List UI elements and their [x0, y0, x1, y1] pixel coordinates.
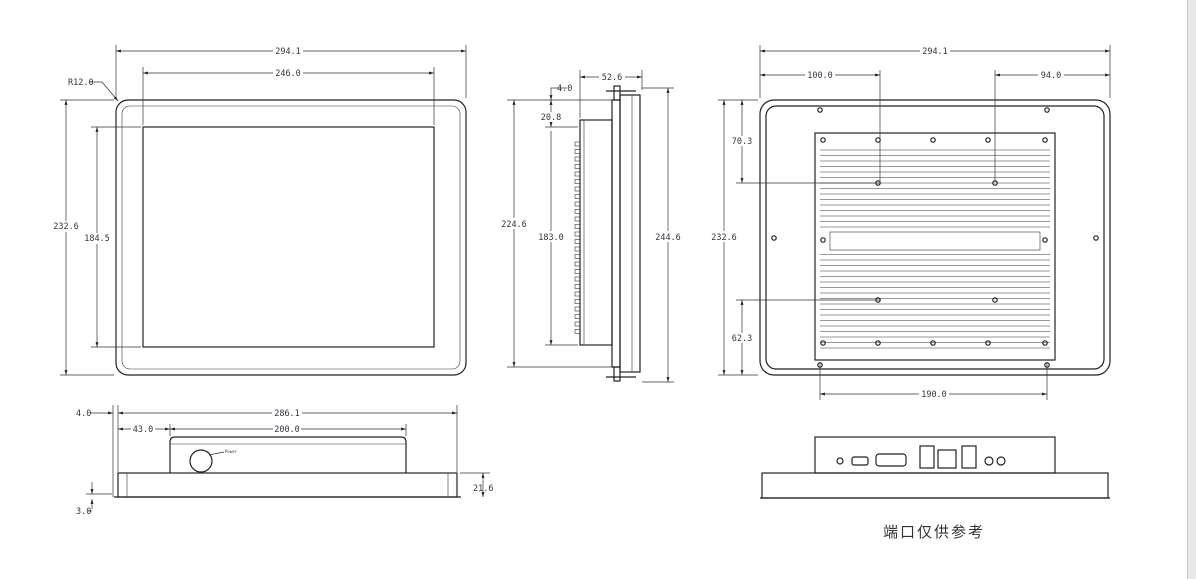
- fin: [574, 216, 581, 222]
- com-port-icon: [875, 453, 907, 467]
- fin: [574, 201, 581, 207]
- back-mount-spacing: 190.0: [921, 390, 947, 400]
- fin: [574, 291, 581, 297]
- back-width-overall: 294.1: [922, 47, 948, 57]
- fin: [574, 141, 581, 147]
- screw-hole-icon: [820, 137, 826, 143]
- fin: [574, 194, 581, 199]
- screw-hole-icon: [930, 137, 936, 143]
- power-button-icon: [189, 449, 213, 473]
- fin: [574, 171, 581, 177]
- usb-port-icon: [919, 445, 935, 469]
- back-right-offset: 94.0: [1041, 71, 1061, 81]
- side-view: 52.6 4.0 20.8 224.6 183.0 244.6: [501, 70, 683, 383]
- screw-hole-icon: [1044, 107, 1050, 113]
- audio-jack-icon: [996, 456, 1006, 466]
- bottom-lip: 3.0: [76, 507, 91, 517]
- fin: [574, 156, 581, 162]
- fin: [574, 284, 581, 289]
- front-height-overall: 232.6: [53, 222, 79, 232]
- fin: [574, 299, 581, 304]
- back-left-offset: 100.0: [807, 71, 833, 81]
- back-top-offset: 70.3: [732, 137, 752, 147]
- audio-jack-icon: [836, 457, 844, 465]
- screw-hole-icon: [985, 340, 991, 346]
- back-bottom-offset: 62.3: [732, 334, 752, 344]
- screw-hole-icon: [1042, 137, 1048, 143]
- fin: [574, 261, 581, 267]
- bottom-bezel-thickness: 21.6: [473, 484, 493, 494]
- side-depth: 52.6: [602, 73, 622, 83]
- front-width-screen: 246.0: [275, 69, 301, 79]
- screw-hole-icon: [875, 340, 881, 346]
- screw-hole-icon: [875, 137, 881, 143]
- screw-hole-icon: [1042, 340, 1048, 346]
- screw-hole-icon: [1042, 237, 1048, 243]
- bottom-view: Power 4.0 286.1 43.0 200.0 21.6 3.0: [76, 405, 493, 517]
- corner-radius: R12.0: [68, 78, 94, 88]
- screw-hole-icon: [820, 237, 826, 243]
- fin: [574, 231, 581, 237]
- fin: [574, 314, 581, 319]
- ports-view: [760, 436, 1110, 499]
- front-view: 294.1 246.0 232.6 184.5 R12.0: [52, 45, 467, 376]
- screw-hole-icon: [771, 235, 777, 241]
- fin: [574, 246, 581, 252]
- back-height-overall: 232.6: [711, 233, 737, 243]
- fin: [574, 164, 581, 169]
- fin: [574, 269, 581, 274]
- fin: [574, 149, 581, 154]
- fin: [574, 321, 581, 327]
- fin: [574, 239, 581, 244]
- side-height-with-brackets: 244.6: [655, 233, 681, 243]
- side-top-offset: 20.8: [541, 113, 561, 123]
- heatsink-bar: [829, 231, 1041, 251]
- side-bracket-offset: 4.0: [557, 84, 572, 94]
- front-width-overall: 294.1: [275, 47, 301, 57]
- page-edge: [1187, 0, 1196, 579]
- power-label: Power: [225, 449, 238, 454]
- screw-hole-icon: [820, 340, 826, 346]
- ports-reference-note: 端口仅供参考: [883, 523, 985, 541]
- fin: [574, 224, 581, 229]
- bottom-housing-width: 200.0: [274, 425, 300, 435]
- screw-hole-icon: [1093, 235, 1099, 241]
- fin: [574, 254, 581, 259]
- hdmi-port-icon: [851, 456, 869, 466]
- usb-port-icon: [961, 445, 977, 469]
- fin: [574, 329, 581, 334]
- ethernet-port-icon: [937, 449, 957, 469]
- fin: [574, 179, 581, 184]
- screw-hole-icon: [817, 107, 823, 113]
- fin: [574, 186, 581, 192]
- side-height-housing: 183.0: [538, 233, 564, 243]
- back-view: 294.1 100.0 94.0 70.3 232.6 62.3 190.0: [710, 45, 1111, 400]
- front-height-screen: 184.5: [84, 234, 110, 244]
- fin: [574, 306, 581, 312]
- audio-jack-icon: [984, 456, 994, 466]
- screw-hole-icon: [930, 340, 936, 346]
- screw-hole-icon: [992, 297, 998, 303]
- fin: [574, 276, 581, 282]
- screw-hole-icon: [985, 137, 991, 143]
- bottom-left-offset: 43.0: [133, 425, 153, 435]
- fin: [574, 209, 581, 214]
- bottom-width: 286.1: [274, 409, 300, 419]
- side-height-body: 224.6: [501, 220, 527, 230]
- bottom-bezel-offset: 4.0: [76, 409, 91, 419]
